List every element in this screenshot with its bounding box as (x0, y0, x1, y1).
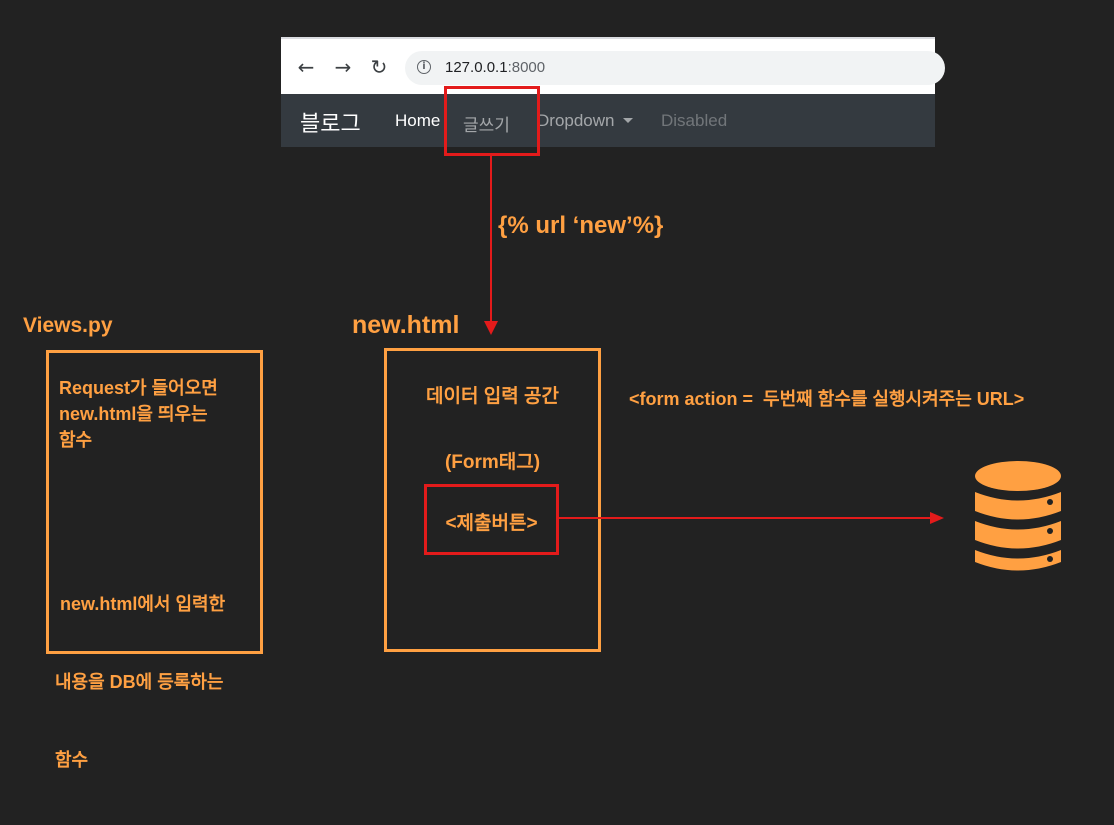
database-icon (975, 461, 1061, 571)
navbar: 블로그 Home 글쓰기 Dropdown Disabled (281, 94, 935, 147)
url-text: 127.0.0.1:8000 (445, 59, 545, 76)
data-input-area-label: 데이터 입력 공간 (426, 386, 559, 407)
caret-down-icon (622, 118, 633, 123)
form-action-label: <form action = 두번째 함수를 실행시켜주는 URL> (629, 389, 1025, 409)
navbar-brand[interactable]: 블로그 (300, 112, 361, 137)
views-func1-line2: new.html을 띄우는 (59, 404, 208, 424)
write-link-highlight (444, 86, 540, 156)
submit-button-label: <제출버튼> (445, 513, 538, 534)
submit-button-highlight (424, 484, 559, 555)
form-tag-label: (Form태그) (444, 452, 541, 473)
views-func2: new.html에서 입력한 내용을 DB에 등록하는 함수 (55, 539, 225, 825)
address-bar: ← → ↻ i 127.0.0.1:8000 (281, 37, 945, 94)
arrow-right-icon[interactable]: → (334, 55, 352, 79)
url-tag-label: {% url ‘new’%} (498, 212, 664, 239)
dropdown-label: Dropdown (537, 111, 615, 130)
url-input[interactable]: i 127.0.0.1:8000 (405, 51, 945, 85)
nav-link-disabled: Disabled (661, 111, 728, 130)
info-icon[interactable]: i (417, 60, 431, 74)
arrow-left-icon[interactable]: ← (297, 55, 315, 79)
views-func1-line1: Request가 들어오면 (59, 378, 218, 398)
submit-arrow-line (559, 517, 933, 519)
views-func1-line3: 함수 (59, 430, 93, 450)
new-html-title: new.html (352, 311, 460, 339)
nav-link-home[interactable]: Home (395, 111, 441, 130)
views-func2-line2: 내용을 DB에 등록하는 (55, 672, 224, 692)
reload-icon[interactable]: ↻ (370, 55, 388, 79)
url-port: :8000 (507, 59, 546, 76)
views-func2-line1: new.html에서 입력한 (55, 594, 226, 614)
views-box: Request가 들어오면 new.html을 띄우는 함수 new.html에… (46, 350, 263, 770)
views-func1: Request가 들어오면 new.html을 띄우는 함수 (59, 375, 218, 453)
url-host: 127.0.0.1 (445, 59, 508, 76)
url-arrow-head (484, 321, 498, 335)
views-title: Views.py (23, 314, 113, 337)
nav-link-write[interactable]: 글쓰기 (463, 116, 510, 135)
new-html-box: 데이터 입력 공간 (Form태그) (384, 348, 601, 652)
nav-link-dropdown[interactable]: Dropdown (537, 111, 633, 131)
url-arrow-line (490, 156, 492, 322)
browser-screenshot: ← → ↻ i 127.0.0.1:8000 블로그 Home 글쓰기 Drop… (281, 37, 945, 147)
submit-arrow-head (930, 512, 944, 524)
views-func2-line3: 함수 (55, 750, 89, 770)
